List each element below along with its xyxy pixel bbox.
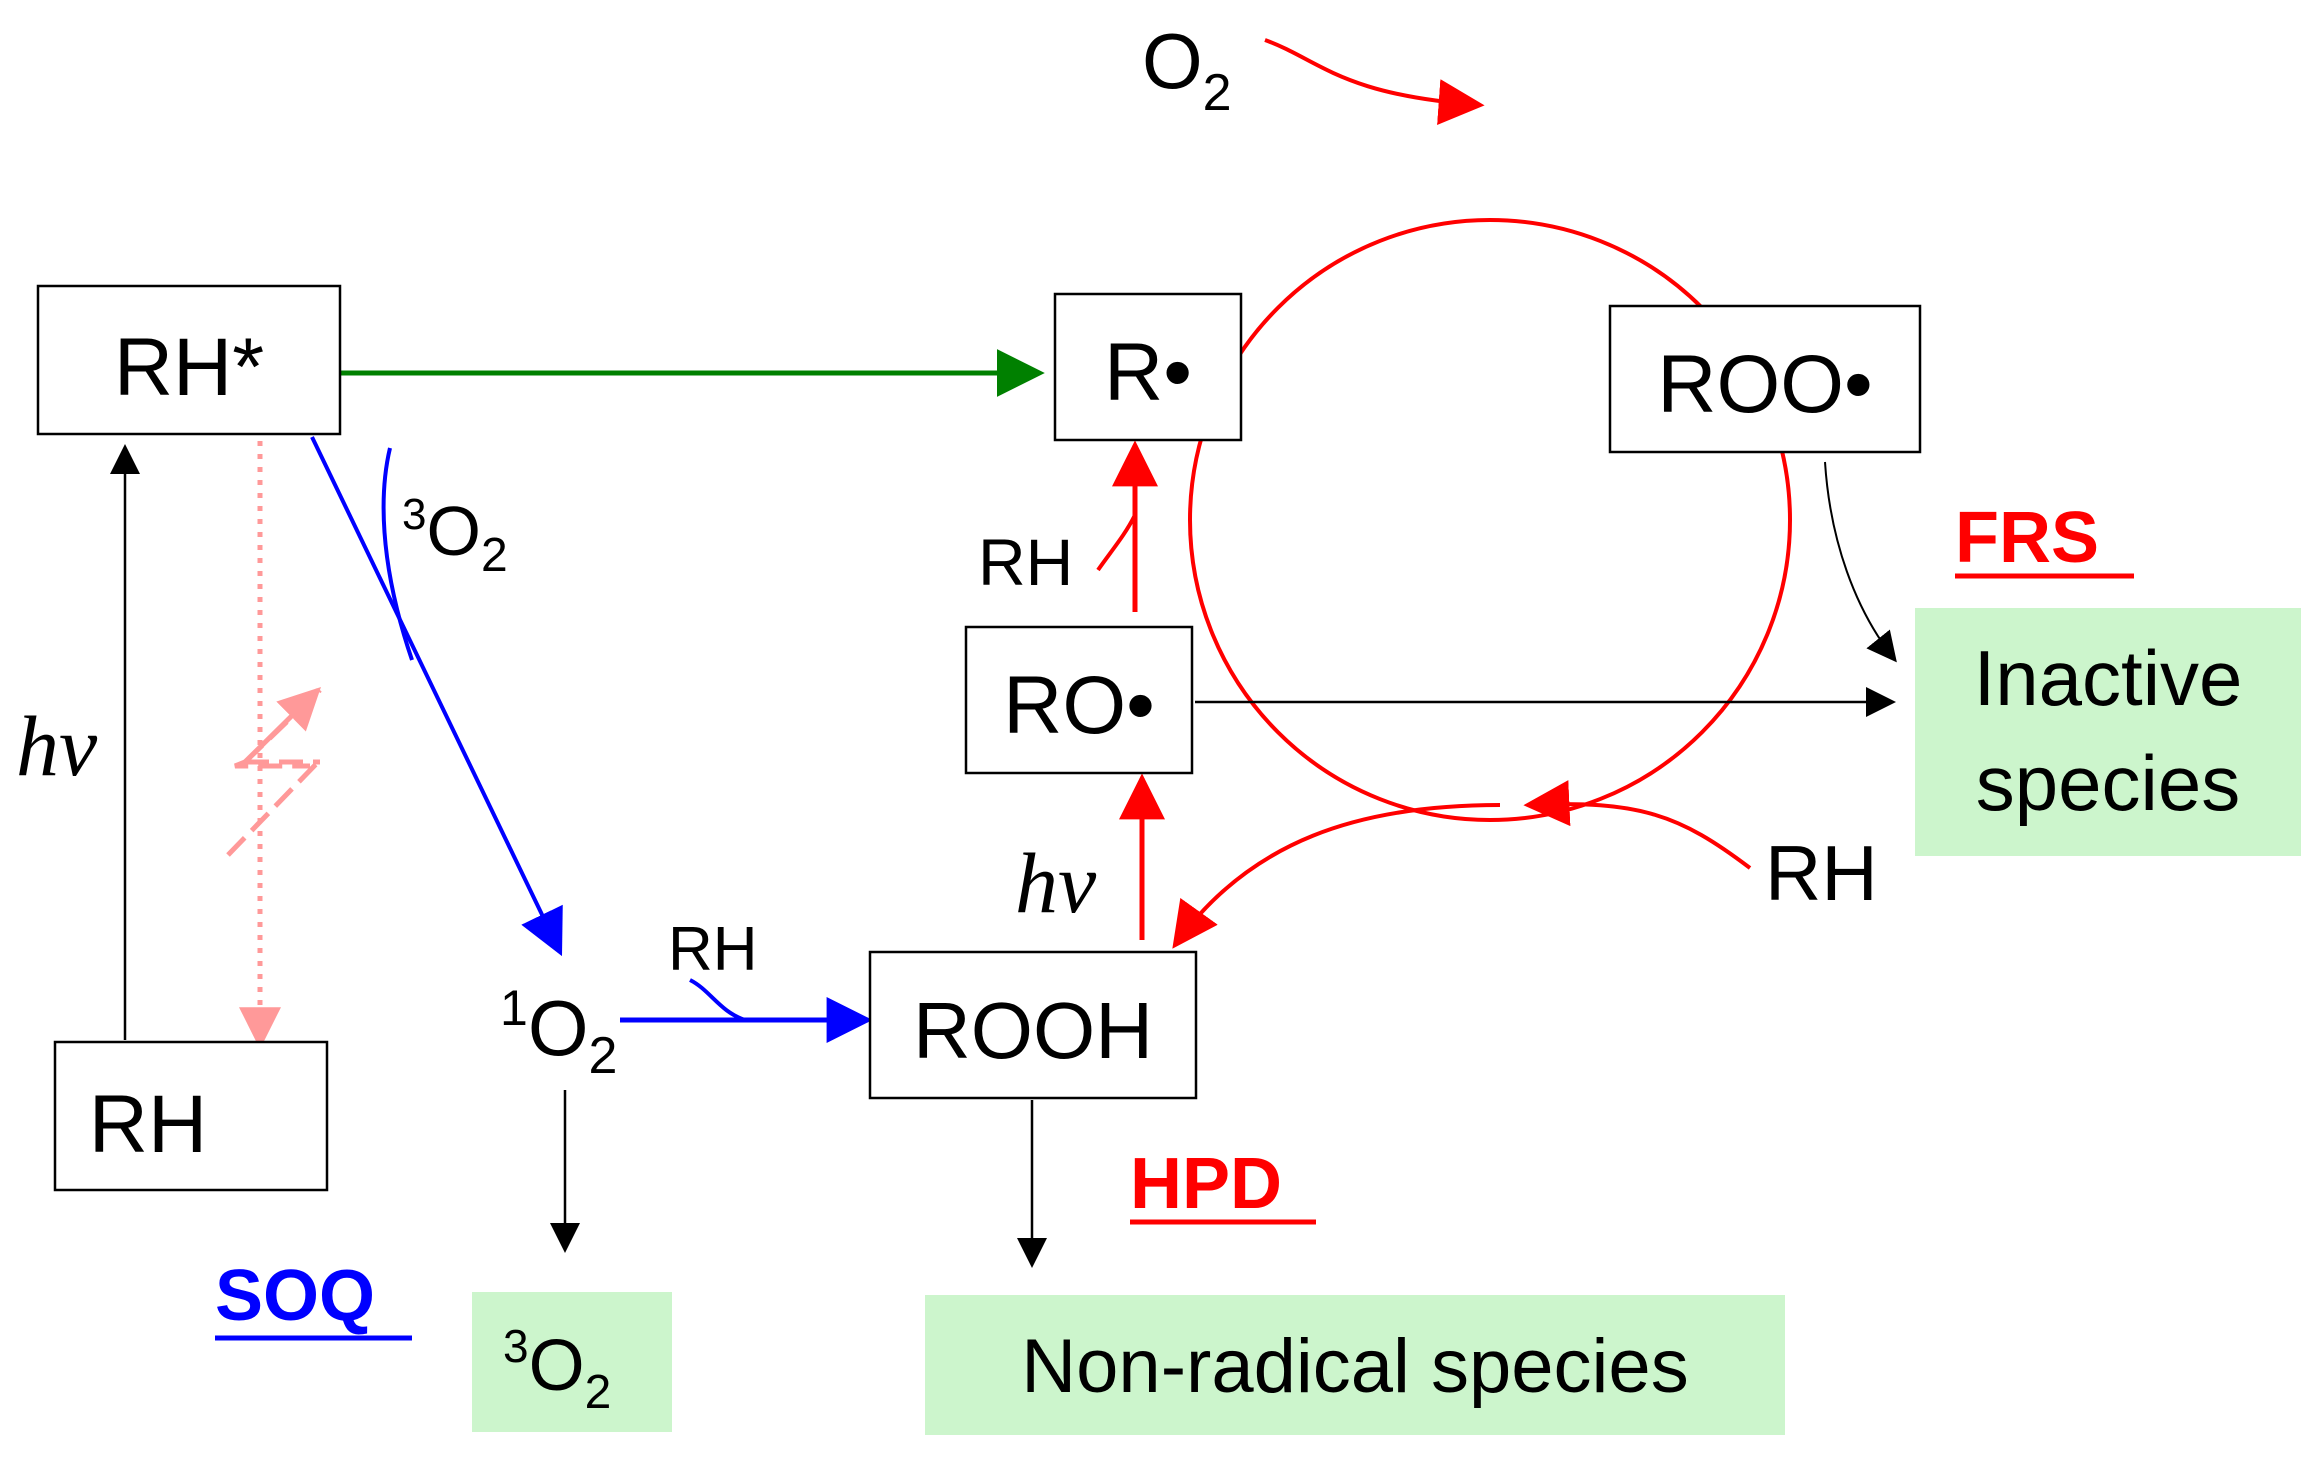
label-o2-top-base: O [1142,17,1203,105]
node-singlet-o2: 1O2 [500,980,617,1085]
label-rh-right: RH [1765,829,1878,917]
label-o2-top: O2 [1142,17,1232,122]
product-inactive-line1: Inactive [1974,634,2243,722]
tag-soq: SOQ [215,1256,375,1336]
label-triplet-o2-in: 3O2 [402,490,508,582]
node-rooh-box [868,950,1198,1100]
node-roo-radical-box [1608,304,1922,454]
radical-chain-cycle [1188,218,1792,822]
product-triplet-o2-box [472,1292,672,1432]
node-roo-radical: ROO• [1657,339,1873,430]
singlet-o2-sub: 2 [588,1027,617,1085]
label-triplet-in-sub: 2 [481,529,508,582]
o2-entry-arrow [1264,38,1485,125]
node-rh-star-box [36,284,342,436]
cycle-to-rooh-arrow [1172,803,1501,949]
product-triplet-base: O [529,1326,585,1406]
node-rh-box [53,1040,329,1192]
product-triplet-sub: 2 [585,1366,612,1419]
label-hv-center: hν [1015,835,1097,931]
pink-lightning-icon [226,688,322,857]
label-hv-left: hν [16,698,98,794]
node-rooh: ROOH [913,986,1153,1075]
triplet-o2-hook [381,447,414,661]
rh-hook-blue [689,978,746,1022]
label-rh-ro: RH [978,525,1073,599]
pink-lightning-tip [243,687,321,764]
singlet-o2-sup: 1 [500,980,528,1036]
node-rh-star: RH* [114,322,264,413]
node-rh: RH [89,1079,207,1170]
node-ro-radical: RO• [1003,660,1155,751]
product-inactive-box [1915,608,2301,856]
product-nonradical-box [925,1295,1785,1435]
rh-star-to-singlet-o2-arrow [310,436,563,957]
node-ro-radical-box [964,625,1194,775]
product-inactive-line2: species [1976,739,2240,827]
node-r-radical-box [1053,292,1243,442]
product-nonradical: Non-radical species [1021,1324,1688,1409]
rh-hook-red [1096,514,1137,572]
label-triplet-in-base: O [426,492,480,570]
product-triplet-sup: 3 [503,1320,529,1372]
rh-entry-arrow [1523,780,1752,870]
product-triplet-o2: 3O2 [503,1320,611,1419]
label-triplet-in-sup: 3 [402,490,426,539]
label-o2-top-sub: 2 [1203,64,1232,122]
tag-hpd: HPD [1130,1144,1282,1224]
tag-frs: FRS [1955,498,2099,578]
roo-to-inactive-arrow [1824,461,1897,663]
label-rh-small: RH [668,915,758,984]
node-r-radical: R• [1104,327,1192,418]
singlet-o2-base: O [528,984,589,1072]
